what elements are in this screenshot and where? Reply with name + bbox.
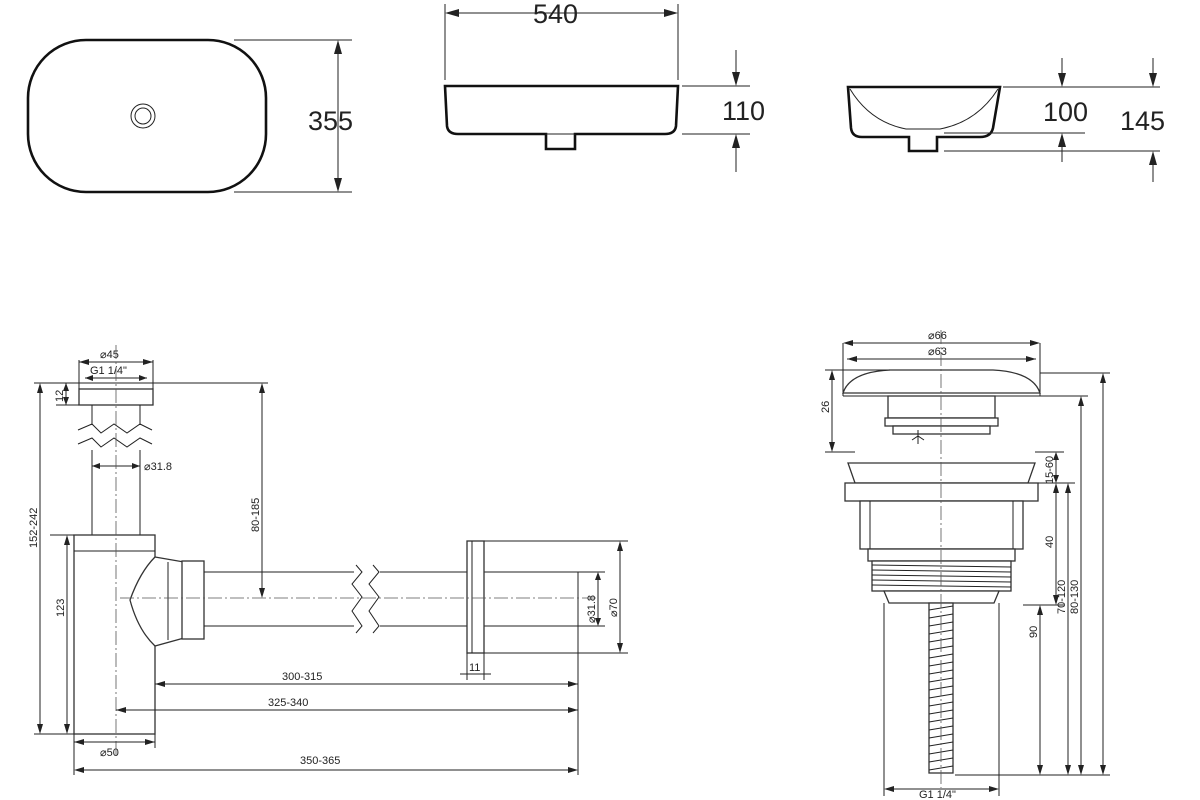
valve-cap-outer-diameter: ⌀66 [928, 330, 947, 342]
basin-side-view: 100 145 [846, 58, 1165, 182]
basin-front-height-label: 110 [722, 96, 765, 126]
valve-cap-height: 26 [820, 401, 832, 413]
basin-side-outline [846, 85, 1002, 153]
basin-top-view: 355 [26, 38, 353, 194]
siphon-top-thread: G1 1/4" [90, 365, 127, 377]
siphon-body-diameter: ⌀50 [100, 747, 119, 759]
basin-width-label: 355 [308, 106, 353, 136]
siphon-length-2: 325-340 [268, 697, 308, 709]
basin-side-inner-height-label: 100 [1043, 97, 1088, 127]
siphon-wall-flange [466, 540, 485, 654]
basin-side-inner [849, 88, 999, 130]
valve-body-height: 40 [1044, 536, 1056, 548]
basin-outline-top [26, 38, 268, 194]
basin-side-total-height-label: 145 [1120, 106, 1165, 136]
siphon-flange-diameter: ⌀70 [608, 598, 620, 617]
siphon-top-diameter: ⌀45 [100, 349, 119, 361]
siphon-body-height: 123 [55, 599, 67, 617]
basin-front-outline [443, 84, 680, 151]
valve-bottom-thread: G1 1/4" [919, 789, 956, 800]
basin-drain-hole-inner [134, 107, 152, 125]
valve-range-1: 70-120 [1056, 580, 1068, 614]
valve-clamp-range: 15-60 [1044, 456, 1056, 484]
basin-front-view: 540 110 [443, 0, 765, 172]
basin-length-label: 540 [533, 0, 578, 29]
drain-valve-drawing: ⌀66 ⌀63 [820, 330, 1110, 800]
siphon-length-3: 350-365 [300, 755, 340, 767]
basin-drain-hole [130, 103, 156, 129]
siphon-drawing: ⌀45 G1 1/4" ⌀31.8 [28, 345, 628, 775]
siphon-elbow [129, 556, 185, 647]
siphon-nut [181, 560, 205, 640]
valve-cap-inner-diameter: ⌀63 [928, 346, 947, 358]
valve-cap [842, 369, 1041, 394]
siphon-adjust-height: 80-185 [250, 498, 262, 532]
siphon-body [73, 534, 156, 735]
siphon-cap-height: 12 [54, 390, 66, 402]
siphon-flange-thickness: 11 [469, 662, 480, 674]
siphon-total-height: 152-242 [28, 508, 40, 548]
siphon-pipe-diameter: ⌀31.8 [144, 461, 172, 473]
valve-thread [871, 560, 1012, 604]
valve-thread-length: 90 [1028, 626, 1040, 638]
siphon-outlet-diameter: ⌀31.8 [586, 595, 598, 623]
siphon-length-1: 300-315 [282, 671, 322, 683]
valve-flange [847, 462, 1036, 484]
valve-range-2: 80-130 [1069, 580, 1081, 614]
